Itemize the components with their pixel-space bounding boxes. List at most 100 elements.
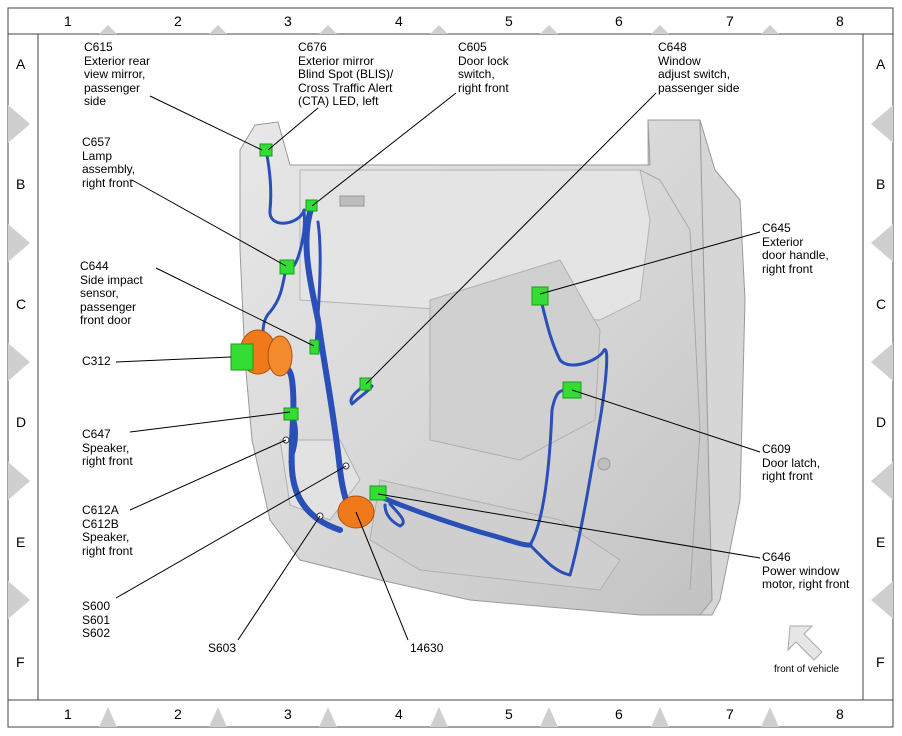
callout-line: adjust switch, [658,67,731,81]
callout-line: C609 [762,442,791,456]
column-label-top-1: 1 [64,13,72,29]
callout-line: S600 [82,599,111,613]
callout-line: Blind Spot (BLIS)/ [298,67,394,81]
callout-line: Power window [762,563,840,578]
callout-line: side [84,94,107,108]
callout-line: S601 [82,612,111,627]
callout-line: Window [658,53,701,68]
callout-s603: S603 [208,641,237,656]
callout-line: C647 [82,427,111,441]
column-label-top-4: 4 [395,13,403,29]
column-label-bottom-2: 2 [174,706,182,722]
callout-line: Door lock [458,53,509,68]
callout-line: right front [82,543,133,558]
callout-line: C648 [658,40,687,54]
callout-line: sensor, [80,286,119,300]
row-label-left-B: B [16,176,26,192]
column-label-top-6: 6 [615,13,623,29]
column-label-bottom-6: 6 [615,706,623,722]
callout-line: C615 [84,40,113,54]
callout-line: right front [82,454,133,468]
row-label-right-A: A [876,56,886,72]
column-label-bottom-8: 8 [836,706,844,722]
callout-c312: C312 [82,354,111,369]
callout-line: Door latch, [762,455,821,470]
row-label-left-C: C [16,296,27,312]
grommets [239,329,375,529]
column-label-bottom-5: 5 [505,706,513,722]
callout-line: C644 [80,259,109,273]
callout-line: C646 [762,550,791,564]
callout-line: 14630 [410,641,444,655]
row-label-left-D: D [16,414,27,430]
callout-line: view mirror, [84,67,146,81]
column-label-top-8: 8 [836,13,844,29]
callout-line: C676 [298,40,327,54]
column-label-bottom-4: 4 [395,706,403,722]
callout-line: Side impact [80,272,143,287]
callout-line: right front [458,80,509,95]
callout-line: C657 [82,135,111,149]
callout-line: C612A [82,503,119,517]
callout-line: right front [762,261,813,276]
column-label-bottom-3: 3 [284,706,292,722]
row-label-left-E: E [16,534,26,550]
callout-line: Exterior [762,234,804,249]
callout-line: S602 [82,626,111,640]
row-label-right-F: F [876,654,885,670]
callout-line: Lamp [82,148,113,163]
door-panel [239,119,746,616]
row-label-right-B: B [876,176,886,192]
callout-line: Exterior mirror [298,53,375,68]
row-label-right-C: C [876,296,887,312]
callout-line: S603 [208,641,237,655]
column-label-top-7: 7 [726,13,734,29]
row-label-right-D: D [876,414,887,430]
callout-line: passenger side [658,80,740,95]
row-label-right-E: E [876,534,886,550]
column-label-top-2: 2 [174,13,182,29]
callout-line: (CTA) LED, left [298,94,379,108]
callout-line: passenger [84,80,141,95]
grid-markers [8,25,893,727]
callout-line: Cross Traffic Alert [298,80,393,95]
leader-lines [115,92,761,641]
row-label-left-F: F [16,654,25,670]
callout-14630: 14630 [410,641,444,656]
front-arrow-icon [787,625,823,661]
callout-line: Speaker, [82,440,130,455]
callout-line: right front [82,175,133,190]
callout-line: door handle, [762,248,829,262]
callout-line: C312 [82,354,111,368]
callout-line: Exterior rear [84,53,151,68]
column-label-bottom-7: 7 [726,706,734,722]
column-label-bottom-1: 1 [64,706,72,722]
callout-line: C612B [82,516,119,531]
callout-line: right front [762,469,813,483]
column-label-top-3: 3 [284,13,292,29]
front-of-vehicle-label: front of vehicle [774,664,840,675]
callout-line: motor, right front [762,577,850,591]
row-label-left-A: A [16,56,26,72]
callout-line: assembly, [82,162,136,176]
callout-line: switch, [458,67,495,81]
column-label-top-5: 5 [505,13,513,29]
callout-line: C605 [458,40,487,54]
callout-line: passenger [80,299,137,314]
callout-line: front door [80,313,132,327]
callout-line: Speaker, [82,530,130,544]
